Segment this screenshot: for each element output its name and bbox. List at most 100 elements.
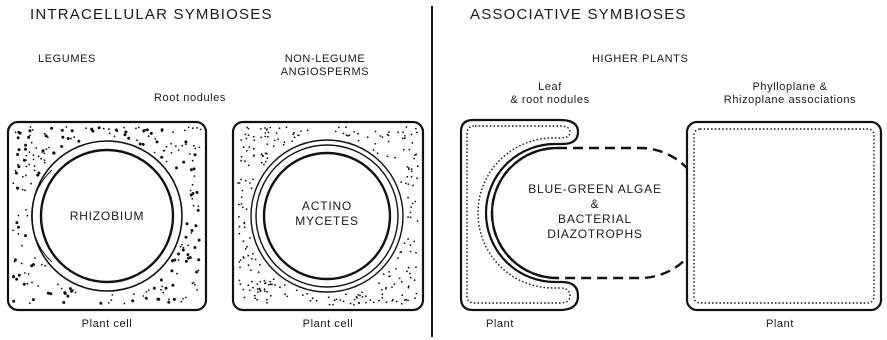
stipple-dot — [166, 146, 168, 148]
stipple-dot — [245, 180, 247, 182]
stipple-dot — [382, 136, 384, 138]
stipple-dot — [302, 294, 304, 296]
stipple-dot — [270, 295, 272, 297]
non-legume-line2: ANGIOSPERMS — [260, 66, 390, 79]
stipple-dot — [180, 301, 182, 303]
stipple-dot — [14, 258, 17, 261]
stipple-dot — [184, 140, 187, 143]
stipple-dot — [41, 264, 43, 266]
stipple-dot — [388, 134, 390, 136]
stipple-dot — [369, 299, 371, 301]
stipple-dot — [378, 282, 380, 284]
stipple-dot — [273, 278, 275, 280]
stipple-dot — [248, 134, 250, 136]
stipple-dot — [146, 128, 149, 131]
stipple-dot — [255, 259, 257, 261]
higher-plants-label: HIGHER PLANTS — [592, 53, 688, 66]
stipple-dot — [57, 284, 59, 286]
stipple-dot — [78, 141, 80, 143]
stipple-dot — [187, 245, 189, 247]
stipple-dot — [99, 302, 102, 305]
stipple-dot — [261, 162, 263, 164]
stipple-dot — [196, 289, 198, 291]
stipple-dot — [358, 302, 360, 304]
stipple-dot — [239, 226, 241, 228]
stipple-dot — [154, 138, 156, 140]
stipple-dot — [406, 176, 408, 178]
stipple-dot — [413, 158, 415, 160]
stipple-dot — [47, 292, 50, 295]
stipple-dot — [143, 131, 145, 133]
stipple-dot — [414, 297, 416, 299]
stipple-dot — [404, 299, 406, 301]
stipple-dot — [264, 280, 266, 282]
stipple-dot — [252, 253, 254, 255]
stipple-dot — [181, 244, 183, 246]
stipple-dot — [410, 251, 412, 253]
stipple-dot — [264, 136, 266, 138]
stipple-dot — [182, 249, 185, 252]
stipple-dot — [328, 296, 330, 298]
stipple-dot — [60, 145, 63, 148]
stipple-dot — [411, 176, 413, 178]
stipple-dot — [12, 182, 14, 184]
stipple-dot — [410, 244, 412, 246]
stipple-dot — [246, 150, 248, 152]
stipple-dot — [160, 156, 163, 159]
stipple-dot — [191, 198, 193, 200]
stipple-dot — [178, 149, 180, 151]
stipple-dot — [263, 164, 265, 166]
stipple-dot — [243, 146, 245, 148]
stipple-dot — [415, 266, 417, 268]
stipple-dot — [358, 140, 360, 142]
stipple-dot — [240, 179, 242, 181]
stipple-dot — [200, 129, 202, 131]
stipple-dot — [408, 287, 410, 289]
stipple-dot — [259, 264, 261, 266]
stipple-dot — [345, 126, 347, 128]
stipple-dot — [196, 191, 199, 194]
stipple-dot — [385, 288, 387, 290]
stipple-dot — [408, 285, 410, 287]
stipple-dot — [274, 140, 276, 142]
stipple-dot — [381, 289, 383, 291]
stipple-dot — [50, 127, 53, 130]
stipple-dot — [16, 153, 19, 156]
stipple-dot — [365, 295, 367, 297]
stipple-dot — [249, 237, 251, 239]
stipple-dot — [32, 154, 34, 156]
stipple-dot — [404, 137, 406, 139]
stipple-dot — [32, 263, 35, 266]
stipple-dot — [248, 264, 250, 266]
stipple-dot — [334, 299, 336, 301]
stipple-dot — [417, 220, 419, 222]
stipple-dot — [253, 139, 255, 141]
stipple-dot — [27, 136, 30, 139]
stipple-dot — [269, 281, 271, 283]
stipple-dot — [356, 296, 358, 298]
stipple-dot — [402, 131, 404, 133]
stipple-dot — [244, 297, 246, 299]
stipple-dot — [264, 288, 266, 290]
stipple-dot — [28, 129, 31, 132]
stipple-dot — [62, 301, 65, 304]
stipple-dot — [268, 132, 270, 134]
stipple-dot — [294, 137, 296, 139]
stipple-dot — [239, 280, 241, 282]
stipple-dot — [47, 136, 49, 138]
stipple-dot — [386, 301, 388, 303]
stipple-dot — [143, 295, 145, 297]
stipple-dot — [115, 129, 118, 132]
stipple-dot — [279, 286, 281, 288]
stipple-dot — [411, 134, 413, 136]
stipple-dot — [44, 265, 46, 267]
stipple-dot — [198, 270, 200, 272]
stipple-dot — [407, 216, 409, 218]
stipple-dot — [406, 126, 408, 128]
stipple-dot — [257, 288, 259, 290]
stipple-dot — [73, 136, 75, 138]
stipple-dot — [389, 275, 391, 277]
stipple-dot — [403, 149, 405, 151]
stipple-dot — [103, 128, 105, 130]
stipple-dot — [238, 261, 240, 263]
